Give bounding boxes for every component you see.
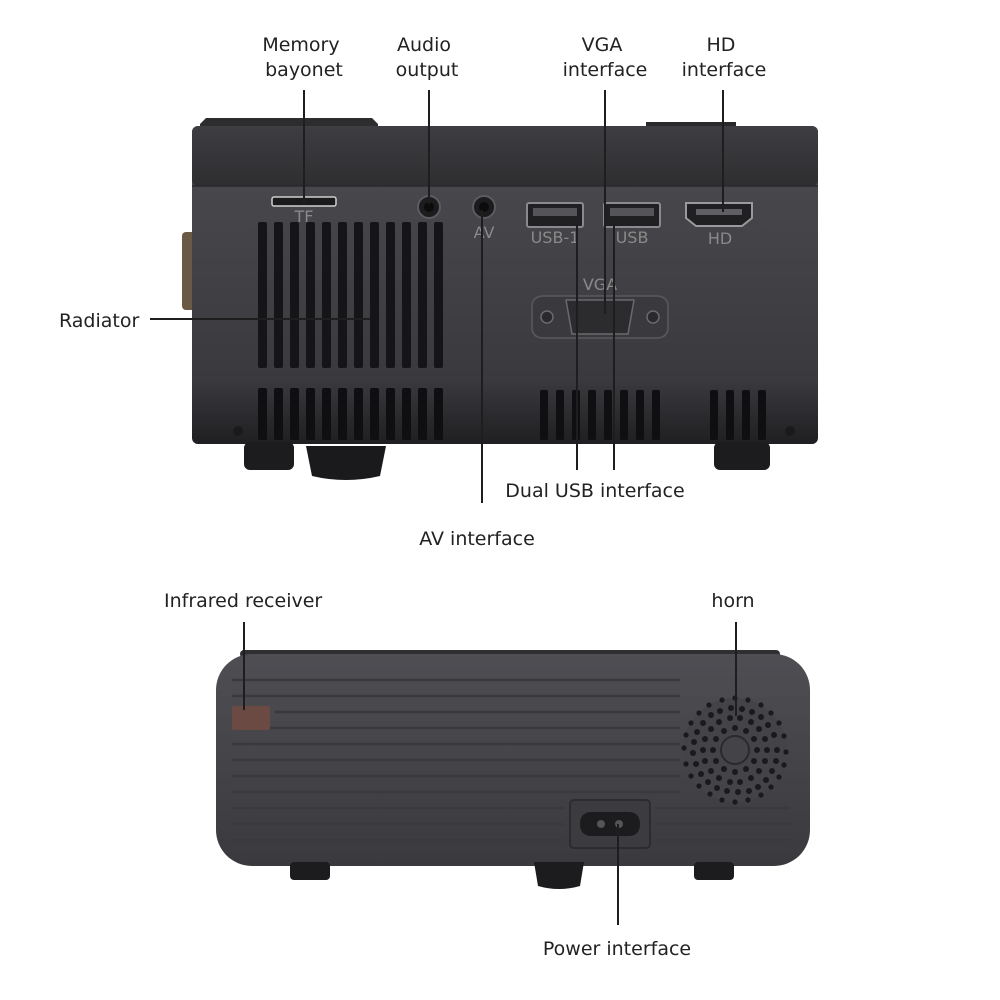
infrared-window bbox=[232, 706, 270, 730]
lower-vents-left bbox=[258, 388, 443, 440]
foot-right bbox=[714, 442, 770, 470]
label-hd-interface: HD interface bbox=[682, 34, 767, 81]
screw bbox=[233, 426, 243, 436]
top-rim bbox=[646, 122, 736, 128]
projector-side-view: TF AV USB-1 USB HD VGA bbox=[182, 118, 818, 480]
label-infrared-receiver: Infrared receiver bbox=[164, 590, 322, 612]
label-memory-bayonet: Memory bayonet bbox=[262, 34, 345, 81]
usb1-label: USB-1 bbox=[531, 228, 580, 247]
hd-label: HD bbox=[708, 229, 732, 248]
label-dual-usb: Dual USB interface bbox=[505, 480, 684, 502]
screw bbox=[785, 426, 795, 436]
label-vga-interface: VGA interface bbox=[563, 34, 648, 81]
power-socket bbox=[580, 812, 640, 836]
foot-adjustable bbox=[306, 446, 386, 480]
av-label: AV bbox=[474, 223, 495, 242]
label-power-interface: Power interface bbox=[543, 938, 691, 960]
horn-speaker-grille bbox=[681, 695, 789, 805]
radiator-vents bbox=[258, 222, 443, 368]
callout-labels: Memory bayonet Audio output VGA interfac… bbox=[59, 34, 766, 960]
projector-back-view bbox=[216, 650, 810, 889]
vga-label: VGA bbox=[583, 275, 617, 294]
back-ribs bbox=[232, 678, 790, 842]
lower-vents-right bbox=[710, 390, 766, 440]
usb-label: USB bbox=[616, 228, 649, 247]
side-panel bbox=[192, 126, 818, 444]
back-foot-left bbox=[290, 862, 330, 880]
label-horn: horn bbox=[711, 590, 754, 612]
back-foot-right bbox=[694, 862, 734, 880]
tf-label: TF bbox=[294, 207, 314, 226]
label-audio-output: Audio output bbox=[396, 34, 459, 81]
foot-left bbox=[244, 442, 294, 470]
back-foot-center bbox=[534, 862, 584, 889]
label-av-interface: AV interface bbox=[419, 528, 535, 550]
label-radiator: Radiator bbox=[59, 310, 139, 332]
top-band bbox=[192, 126, 818, 186]
leader-lines bbox=[150, 90, 737, 925]
